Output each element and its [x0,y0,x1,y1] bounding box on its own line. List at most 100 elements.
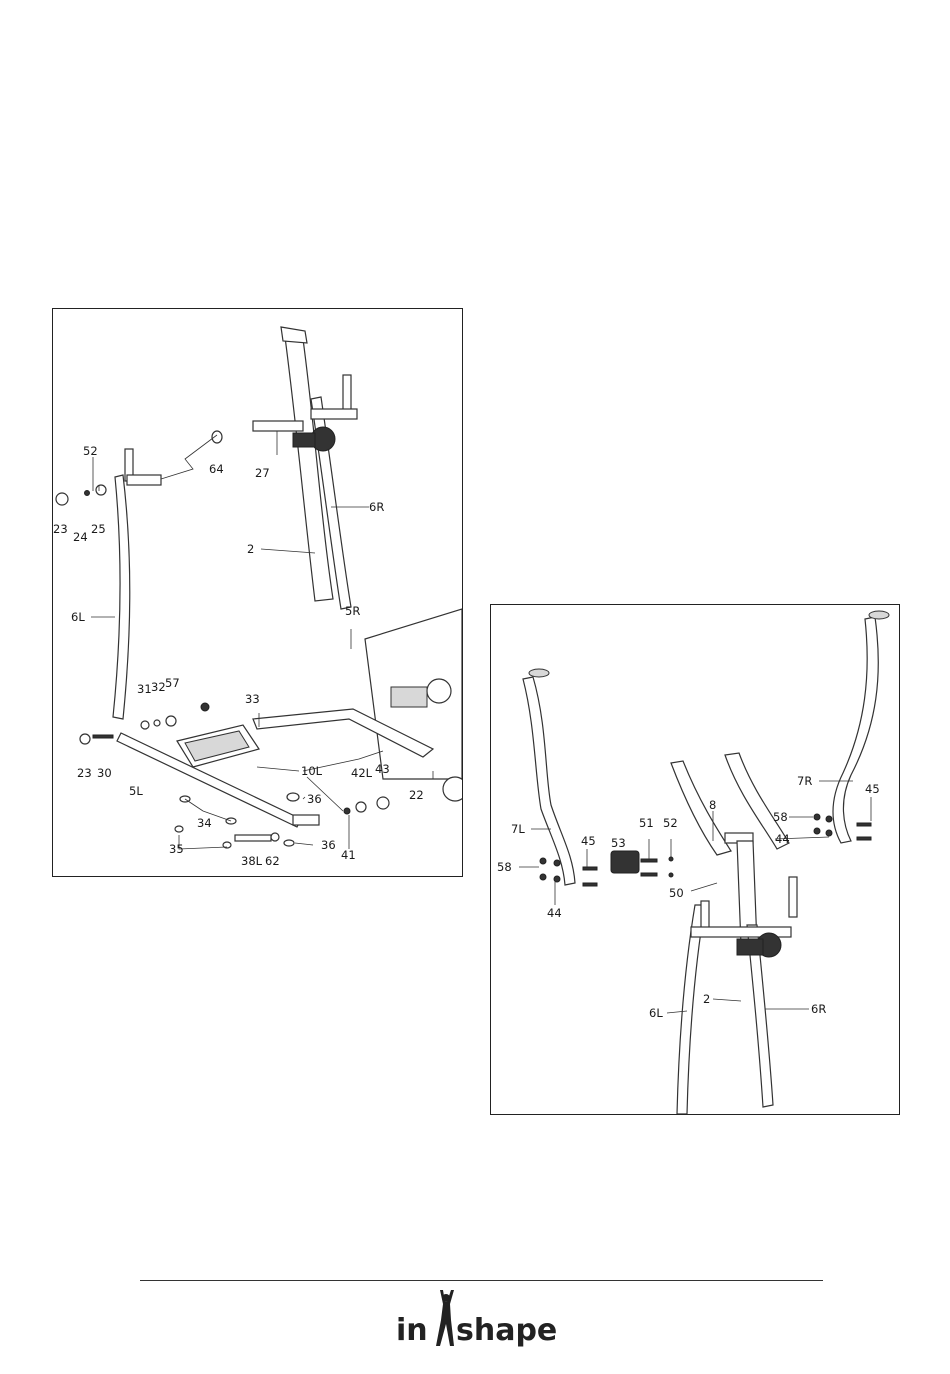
label-33: 33 [245,692,260,706]
label-23: 23 [53,522,68,536]
washer-52b [669,873,673,877]
pivot-housing [293,433,315,447]
label-53: 53 [611,836,626,850]
axle-27 [253,421,303,431]
handlebar-7l-grip-end [529,669,549,677]
exploded-diagram-handlebar-assembly: 7R 45 58 44 7L 53 51 52 8 45 58 50 44 2 … [490,604,900,1115]
bolt-30 [93,735,113,738]
label-45l: 45 [581,834,596,848]
axle-38l [235,835,271,841]
bracket-53 [611,851,639,873]
left-arm-axle [127,475,161,485]
leader-2 [261,549,315,553]
handlebar-7r [833,617,878,843]
housing-window [391,687,427,707]
exploded-diagram-pedal-assembly: 52 23 24 25 64 27 6R 2 6L 5R 31 32 57 33… [52,308,463,877]
label-58l: 58 [497,860,512,874]
label-41: 41 [341,848,356,862]
washer-62 [271,833,279,841]
washer-52a [669,857,673,861]
label-62: 62 [265,854,280,868]
label-7l: 7L [511,822,525,836]
bolt-51a [641,859,657,862]
pivot-housing [737,939,763,955]
label-23b: 23 [77,766,92,780]
center-bar-left [671,761,731,855]
leader-10l [257,767,299,771]
nut-58a [540,858,546,864]
label-22: 22 [409,788,424,802]
bolt-41 [344,808,350,814]
label-52: 52 [83,444,98,458]
brand-name-left: in [396,1313,428,1348]
label-35: 35 [169,842,184,856]
pedal-assembly-drawing: 52 23 24 25 64 27 6R 2 6L 5R 31 32 57 33… [53,309,462,876]
label-24: 24 [73,530,88,544]
cover-36b [284,840,294,846]
label-30: 30 [97,766,112,780]
label-50: 50 [669,886,684,900]
label-8: 8 [709,798,716,812]
bolt-24 [85,491,90,496]
label-45r: 45 [865,782,880,796]
label-7r: 7R [797,774,812,788]
nut-58d [814,828,820,834]
label-57: 57 [165,676,180,690]
brand-name-right: shape [456,1313,556,1348]
label-52: 52 [663,816,678,830]
label-32: 32 [151,680,166,694]
label-44l: 44 [547,906,562,920]
label-58r: 58 [773,810,788,824]
nut-58c [814,814,820,820]
nut-58b [540,874,546,880]
label-2: 2 [703,992,710,1006]
label-42l: 42L [351,766,373,780]
label-6r: 6R [811,1002,826,1016]
left-arm-6l [113,475,130,719]
washer-44a [554,860,560,866]
label-27: 27 [255,466,270,480]
end-cap-22 [443,777,462,801]
label-6r: 6R [369,500,384,514]
label-31: 31 [137,682,152,696]
label-2: 2 [247,542,254,556]
bushing-64 [212,431,222,443]
washer-44c [826,816,832,822]
bolt-51b [641,873,657,876]
bushing-42l [356,802,366,812]
bolt-45a [583,867,597,870]
label-43: 43 [375,762,390,776]
label-44r: 44 [775,832,790,846]
leader-50 [691,883,717,891]
crank [427,679,451,703]
label-25: 25 [91,522,106,536]
label-6l: 6L [71,610,85,624]
label-51: 51 [639,816,654,830]
washer-25 [96,485,106,495]
label-34: 34 [197,816,212,830]
label-36b: 36 [321,838,336,852]
brand-logo: in shape [396,1290,556,1370]
handlebar-assembly-drawing: 7R 45 58 44 7L 53 51 52 8 45 58 50 44 2 … [491,605,899,1114]
bolt-45d [857,837,871,840]
label-5r: 5R [345,604,360,618]
washer-44d [826,830,832,836]
pedal-bar-end [293,815,319,825]
bushing-43 [377,797,389,809]
leader-2 [713,999,741,1001]
washer-31 [141,721,149,729]
handlebar-7r-grip-end [869,611,889,619]
arm-6r-top [789,877,797,917]
label-64: 64 [209,462,224,476]
bolt-45b [583,883,597,886]
label-36: 36 [307,792,322,806]
inshape-logo-icon: in shape [396,1290,556,1370]
footer-divider [140,1280,823,1281]
label-10l: 10L [301,764,323,778]
leader-35 [179,835,227,849]
cap-23b [80,734,90,744]
bolt-33 [201,703,209,711]
cap-23 [56,493,68,505]
label-6l: 6L [649,1006,663,1020]
post-top-plate [281,327,307,343]
